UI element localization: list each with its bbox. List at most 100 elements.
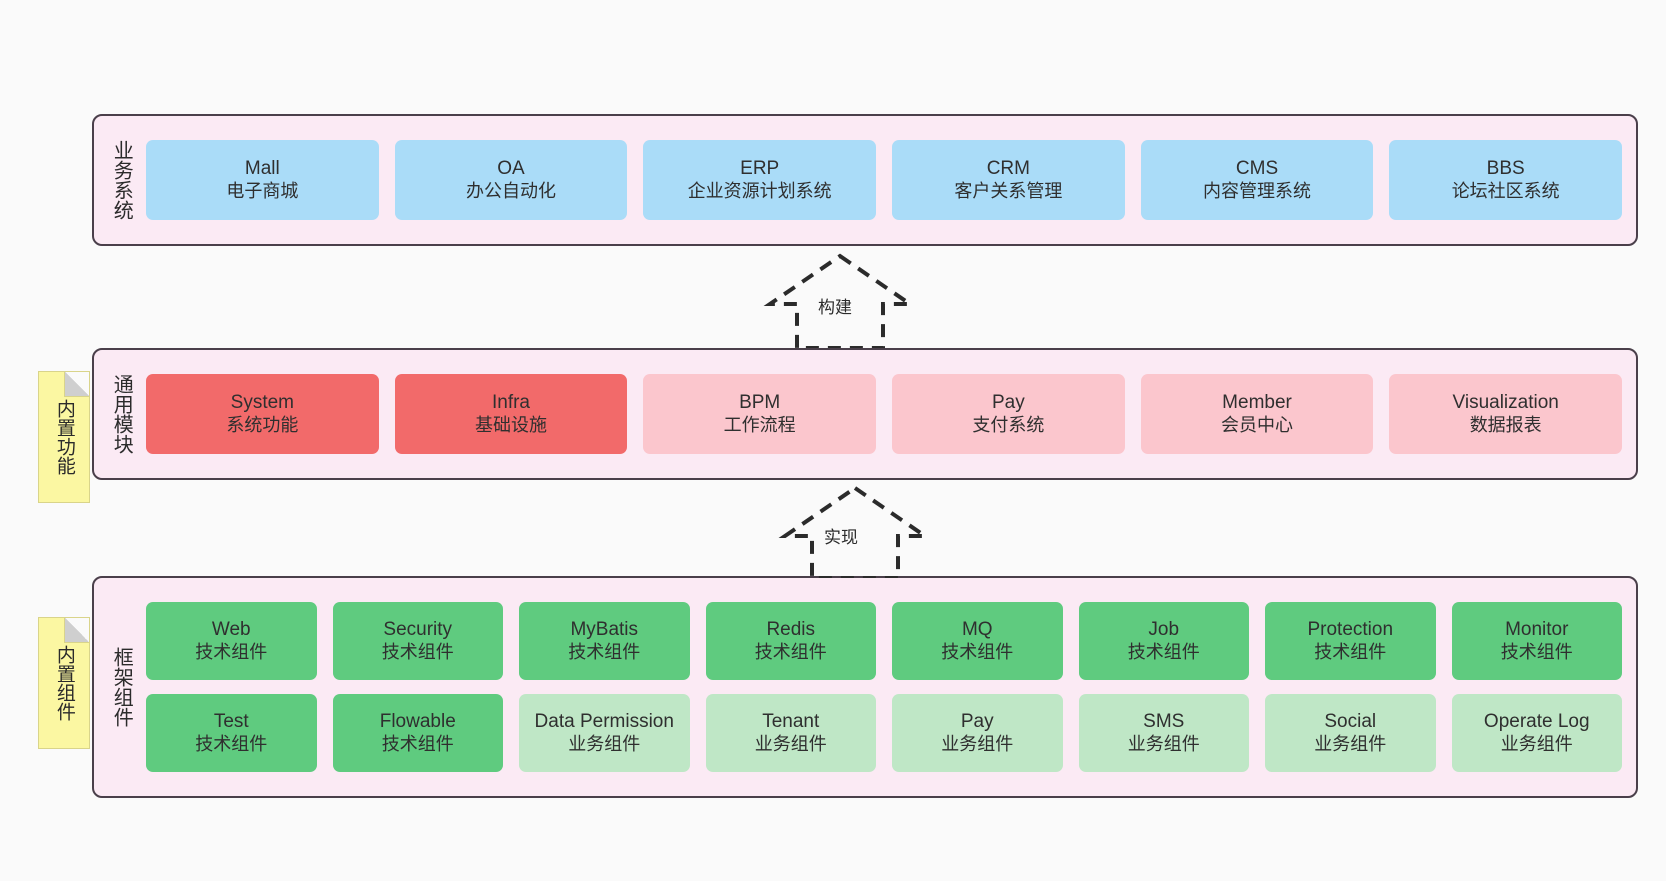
card-sms[interactable]: SMS 业务组件 — [1078, 694, 1249, 772]
card-title: Redis — [766, 618, 816, 640]
card-subtitle: 系统功能 — [226, 414, 299, 435]
card-pay-component[interactable]: Pay 业务组件 — [892, 694, 1063, 772]
build-arrow-shape — [763, 253, 917, 348]
implement-arrow-shape — [778, 485, 932, 578]
card-infra[interactable]: Infra 基础设施 — [394, 374, 628, 454]
card-subtitle: 数据报表 — [1469, 414, 1542, 435]
note-builtin-components: 内置组件 — [38, 617, 90, 749]
card-row: Test 技术组件 Flowable 技术组件 Data Permission … — [146, 694, 1622, 772]
card-member[interactable]: Member 会员中心 — [1140, 374, 1374, 454]
layer-business-systems-body: Mall 电子商城 OA 办公自动化 ERP 企业资源计划系统 CRM 客户关系… — [138, 116, 1636, 244]
card-subtitle: 技术组件 — [195, 641, 268, 662]
layer-business-systems-title: 业务系统 — [110, 140, 133, 220]
card-subtitle: 内容管理系统 — [1203, 180, 1312, 201]
card-title: Pay — [960, 710, 994, 732]
card-title: Web — [211, 618, 251, 640]
note-builtin-features: 内置功能 — [38, 371, 90, 503]
card-subtitle: 企业资源计划系统 — [687, 180, 832, 201]
layer-business-systems: 业务系统 Mall 电子商城 OA 办公自动化 ERP 企业资源计划系统 CRM… — [92, 114, 1638, 246]
card-title: Data Permission — [534, 710, 674, 732]
card-title: BBS — [1486, 157, 1525, 179]
card-security[interactable]: Security 技术组件 — [332, 602, 503, 680]
card-subtitle: 业务组件 — [1500, 733, 1573, 754]
card-social[interactable]: Social 业务组件 — [1265, 694, 1436, 772]
card-crm[interactable]: CRM 客户关系管理 — [892, 140, 1125, 220]
card-title: MQ — [961, 618, 993, 640]
card-title: Tenant — [762, 710, 820, 732]
card-visualization[interactable]: Visualization 数据报表 — [1389, 374, 1623, 454]
card-bpm[interactable]: BPM 工作流程 — [643, 374, 877, 454]
connector-implement-label: 实现 — [824, 528, 858, 547]
card-title: CMS — [1235, 157, 1279, 179]
card-title: Test — [213, 710, 249, 732]
card-title: Job — [1148, 618, 1180, 640]
card-subtitle: 办公自动化 — [466, 180, 556, 201]
card-title: MyBatis — [570, 618, 639, 640]
card-web[interactable]: Web 技术组件 — [146, 602, 317, 680]
card-subtitle: 会员中心 — [1221, 414, 1294, 435]
card-subtitle: 业务组件 — [941, 733, 1014, 754]
layer-common-modules-title: 通用模块 — [110, 374, 133, 454]
card-subtitle: 客户关系管理 — [954, 180, 1063, 201]
card-redis[interactable]: Redis 技术组件 — [705, 602, 876, 680]
card-flowable[interactable]: Flowable 技术组件 — [332, 694, 503, 772]
card-title: Operate Log — [1483, 710, 1590, 732]
card-subtitle: 技术组件 — [1127, 641, 1200, 662]
card-subtitle: 技术组件 — [941, 641, 1014, 662]
card-data-permission[interactable]: Data Permission 业务组件 — [519, 694, 690, 772]
card-subtitle: 支付系统 — [972, 414, 1045, 435]
card-subtitle: 工作流程 — [723, 414, 796, 435]
card-cms[interactable]: CMS 内容管理系统 — [1140, 140, 1374, 220]
card-system[interactable]: System 系统功能 — [146, 374, 379, 454]
card-title: Monitor — [1505, 618, 1569, 640]
layer-framework-components-body: Web 技术组件 Security 技术组件 MyBatis 技术组件 Redi… — [138, 578, 1636, 796]
card-pay-module[interactable]: Pay 支付系统 — [892, 374, 1125, 454]
card-bbs[interactable]: BBS 论坛社区系统 — [1389, 140, 1623, 220]
card-job[interactable]: Job 技术组件 — [1078, 602, 1249, 680]
card-subtitle: 技术组件 — [381, 641, 454, 662]
layer-framework-components-title: 框架组件 — [110, 647, 133, 727]
card-title: Pay — [991, 391, 1025, 413]
note-builtin-components-text: 内置组件 — [53, 645, 75, 721]
card-operate-log[interactable]: Operate Log 业务组件 — [1451, 694, 1622, 772]
card-title: OA — [497, 157, 525, 179]
card-subtitle: 技术组件 — [195, 733, 268, 754]
card-subtitle: 基础设施 — [475, 414, 547, 435]
card-title: Infra — [491, 391, 531, 413]
card-row: System 系统功能 Infra 基础设施 BPM 工作流程 Pay 支付系统… — [146, 374, 1623, 454]
card-subtitle: 业务组件 — [1127, 733, 1200, 754]
layer-common-modules: 通用模块 System 系统功能 Infra 基础设施 BPM 工作流程 Pay… — [92, 348, 1638, 480]
card-protection[interactable]: Protection 技术组件 — [1265, 602, 1436, 680]
card-subtitle: 业务组件 — [568, 733, 641, 754]
layer-framework-components: 框架组件 Web 技术组件 Security 技术组件 MyBatis 技术组件… — [92, 576, 1638, 798]
card-title: Mall — [244, 157, 280, 179]
card-test[interactable]: Test 技术组件 — [146, 694, 317, 772]
card-title: SMS — [1143, 710, 1185, 732]
card-tenant[interactable]: Tenant 业务组件 — [705, 694, 876, 772]
card-mall[interactable]: Mall 电子商城 — [146, 140, 379, 220]
card-subtitle: 业务组件 — [754, 733, 827, 754]
card-title: Security — [383, 618, 453, 640]
card-subtitle: 技术组件 — [1500, 641, 1573, 662]
card-mybatis[interactable]: MyBatis 技术组件 — [519, 602, 690, 680]
card-subtitle: 技术组件 — [568, 641, 641, 662]
card-subtitle: 论坛社区系统 — [1451, 180, 1560, 201]
card-subtitle: 业务组件 — [1314, 733, 1387, 754]
card-row: Web 技术组件 Security 技术组件 MyBatis 技术组件 Redi… — [146, 602, 1622, 680]
card-row: Mall 电子商城 OA 办公自动化 ERP 企业资源计划系统 CRM 客户关系… — [146, 140, 1623, 220]
card-monitor[interactable]: Monitor 技术组件 — [1451, 602, 1622, 680]
card-oa[interactable]: OA 办公自动化 — [394, 140, 628, 220]
card-mq[interactable]: MQ 技术组件 — [892, 602, 1063, 680]
card-title: Social — [1324, 710, 1377, 732]
card-title: System — [230, 391, 295, 413]
card-erp[interactable]: ERP 企业资源计划系统 — [643, 140, 877, 220]
card-title: BPM — [739, 391, 781, 413]
card-subtitle: 技术组件 — [381, 733, 454, 754]
note-builtin-features-text: 内置功能 — [53, 399, 75, 475]
card-title: CRM — [986, 157, 1030, 179]
card-subtitle: 技术组件 — [754, 641, 827, 662]
card-title: ERP — [740, 157, 780, 179]
connector-build-label: 构建 — [818, 298, 852, 317]
card-subtitle: 电子商城 — [226, 180, 299, 201]
